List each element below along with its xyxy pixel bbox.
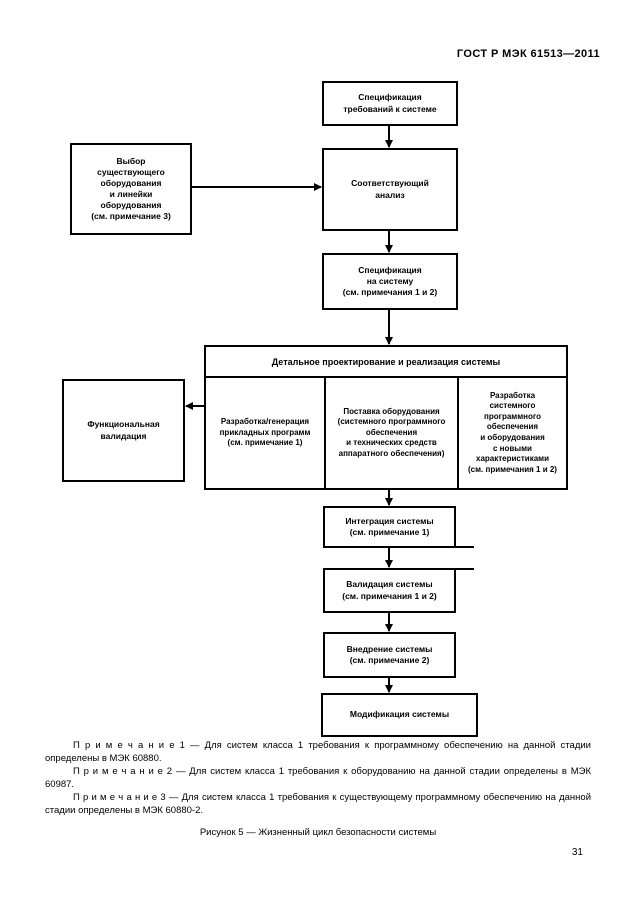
page-number: 31	[571, 847, 583, 858]
node-modification: Модификация системы	[321, 693, 478, 737]
node-validation: Валидация системы (см. примечания 1 и 2)	[323, 568, 456, 613]
note-2: П р и м е ч а н и е 2 — Для систем класс…	[45, 766, 591, 790]
node-system-spec: Спецификация на систему (см. примечания …	[322, 253, 458, 310]
node-installation: Внедрение системы (см. примечание 2)	[323, 632, 456, 678]
detailed-design-columns: Разработка/генерация прикладных программ…	[206, 378, 566, 488]
node-analysis: Соответствующий анализ	[322, 148, 458, 231]
note-1: П р и м е ч а н и е 1 — Для систем класс…	[45, 740, 591, 764]
detailed-design-title: Детальное проектирование и реализация си…	[206, 347, 566, 378]
node-app-software: Разработка/генерация прикладных программ…	[219, 417, 311, 448]
node-equipment-selection: Выбор существующего оборудования и линей…	[70, 143, 192, 235]
standard-header: ГОСТ Р МЭК 61513—2011	[456, 48, 600, 60]
node-detailed-design: Детальное проектирование и реализация си…	[204, 345, 568, 490]
node-new-features: Разработка системного программного обесп…	[468, 390, 557, 474]
node-spec-requirements: Спецификация требований к системе	[322, 81, 458, 126]
node-integration: Интеграция системы (см. примечание 1)	[323, 506, 456, 548]
note-3: П р и м е ч а н и е 3 — Для систем класс…	[45, 792, 591, 816]
notes-block: П р и м е ч а н и е 1 — Для систем класс…	[45, 739, 591, 839]
figure-caption: Рисунок 5 — Жизненный цикл безопасности …	[199, 827, 437, 838]
node-equipment-supply: Поставка оборудования (системного програ…	[324, 378, 459, 488]
node-functional-validation: Функциональная валидация	[62, 379, 185, 482]
